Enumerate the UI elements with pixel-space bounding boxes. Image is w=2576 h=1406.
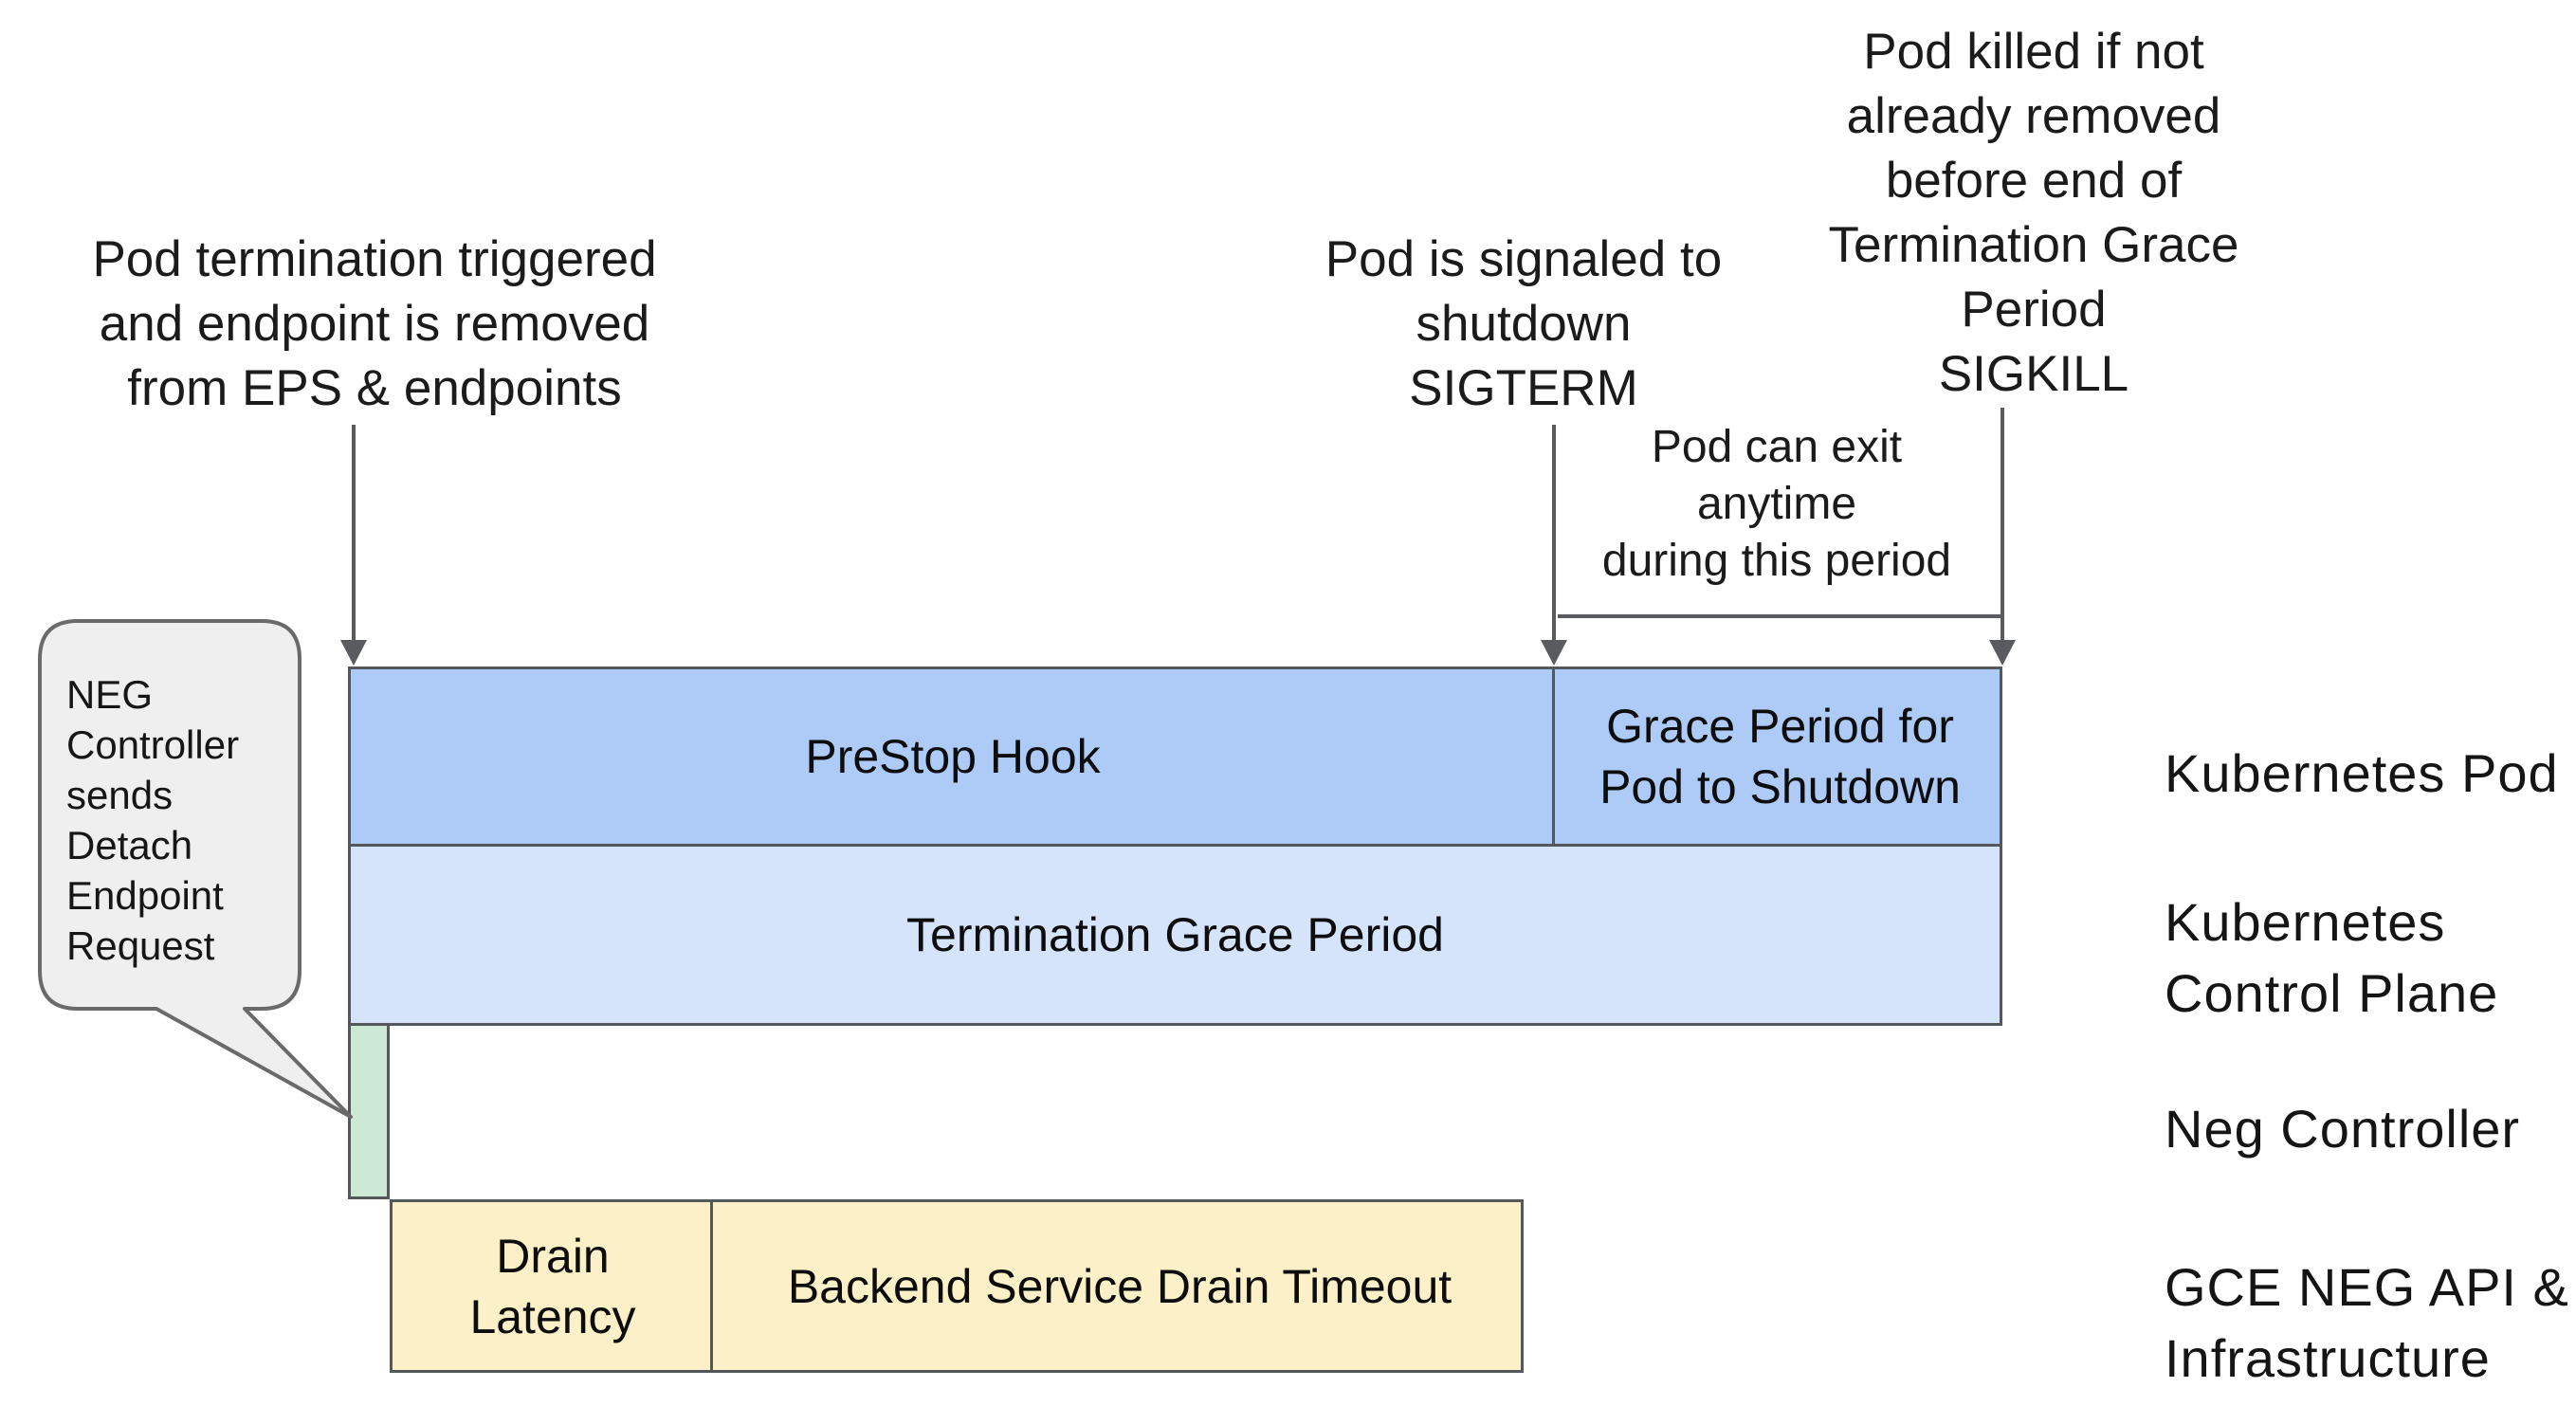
prestop-hook-label: PreStop Hook bbox=[805, 730, 1101, 783]
lane-label-kubernetes-pod: Kubernetes Pod bbox=[2165, 743, 2559, 803]
neg-controller-bar bbox=[348, 1026, 390, 1199]
termination-grace-period-bar: Termination Grace Period bbox=[348, 847, 2002, 1026]
sigterm-divider-line bbox=[1552, 669, 1555, 844]
backend-drain-label: Backend Service Drain Timeout bbox=[787, 1259, 1452, 1313]
termination-grace-period-label: Termination Grace Period bbox=[906, 908, 1444, 961]
lane-label-neg-controller: Neg Controller bbox=[2165, 1099, 2521, 1159]
drain-divider-line bbox=[710, 1202, 713, 1370]
lane-label-gce-neg: GCE NEG API &Infrastructure bbox=[2165, 1257, 2569, 1388]
backend-drain-segment: Backend Service Drain Timeout bbox=[713, 1202, 1526, 1370]
prestop-hook-segment: PreStop Hook bbox=[351, 669, 1555, 844]
sigterm-arrow bbox=[1541, 425, 1567, 666]
pod-termination-arrow bbox=[340, 425, 367, 666]
sigkill-arrow bbox=[1989, 408, 2016, 666]
